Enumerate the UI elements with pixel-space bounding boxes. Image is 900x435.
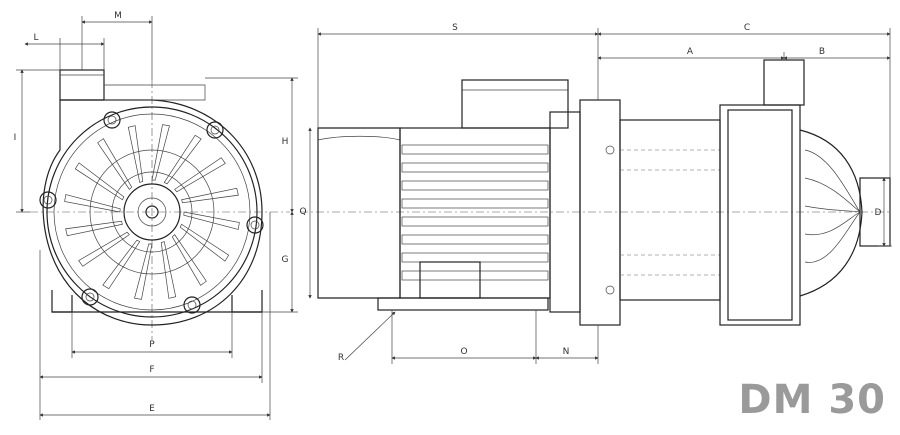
dim-label-c: C: [744, 23, 750, 33]
impeller-rib: [181, 187, 239, 204]
dim-label-r: R: [338, 353, 344, 363]
dim-label-m: M: [114, 11, 122, 21]
dim-label-l: L: [33, 33, 38, 43]
bolt-holes: [39, 111, 264, 314]
motor-fin: [401, 270, 549, 281]
impeller-rib: [65, 220, 123, 237]
casing-vane: [804, 177, 861, 213]
casing-vane: [804, 211, 861, 263]
impeller-rib: [160, 241, 177, 299]
dim-label-d: D: [875, 208, 882, 218]
dimension-letters: M L I H G Q P F E S C A B D R O N: [14, 11, 882, 414]
dim-label-s: S: [452, 23, 458, 33]
side-dimensions: [308, 28, 892, 364]
casing-vane: [804, 149, 861, 213]
casing-vane: [804, 211, 861, 236]
casing-vane: [804, 205, 861, 213]
dim-label-f: F: [149, 365, 154, 375]
impeller-rib: [78, 231, 130, 267]
dim-label-n: N: [563, 347, 570, 357]
motor-fin: [401, 198, 549, 209]
front-dimensions: [16, 16, 298, 420]
dim-label-q: Q: [299, 207, 306, 217]
impeller-rib: [183, 211, 240, 230]
dim-label-h: H: [282, 137, 289, 147]
impeller-rib: [134, 243, 153, 300]
impeller-rib: [74, 162, 125, 201]
impeller-rib: [102, 239, 141, 290]
motor-fin: [401, 216, 549, 227]
motor-fin: [401, 180, 549, 191]
impeller-rib: [179, 223, 230, 262]
impeller-rib: [97, 138, 133, 190]
impeller-rib: [64, 194, 121, 213]
motor-fin: [401, 234, 549, 245]
impeller-rib: [163, 134, 202, 185]
dim-label-g: G: [282, 255, 289, 265]
motor-fin: [401, 144, 549, 155]
front-view: [30, 69, 290, 340]
impeller-rib: [171, 234, 207, 286]
impeller-rib: [174, 157, 226, 193]
dim-label-b: B: [819, 47, 825, 57]
model-label: DM 30: [738, 377, 886, 423]
dim-label-p: P: [149, 340, 155, 350]
impeller-rib: [151, 124, 170, 181]
motor-fin: [401, 162, 549, 173]
motor-fin: [401, 252, 549, 263]
dim-label-e: E: [149, 404, 155, 414]
dim-label-a: A: [687, 47, 694, 57]
dim-label-i: I: [14, 133, 17, 143]
side-view: [300, 59, 892, 326]
dim-label-o: O: [460, 347, 467, 357]
impeller-rib: [127, 125, 144, 183]
